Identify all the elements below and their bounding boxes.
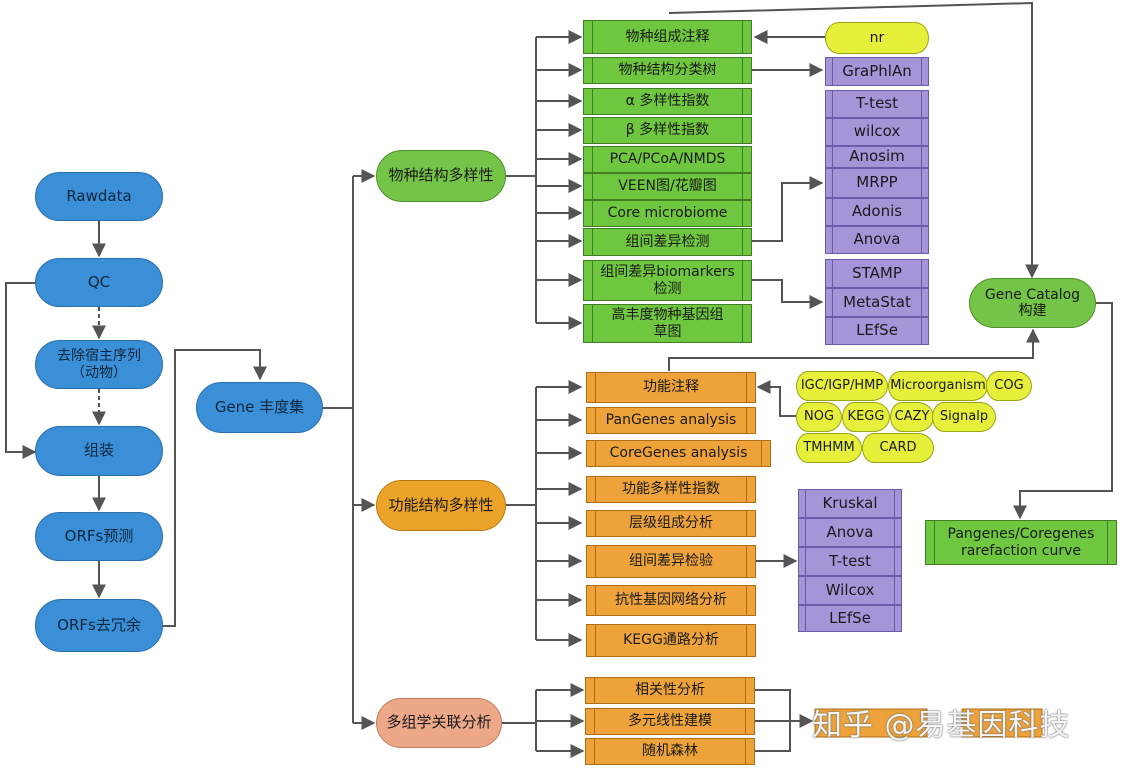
function-database: CARD xyxy=(862,433,934,463)
orf-prediction-node: ORFs预测 xyxy=(35,512,163,561)
edge-db-annotation xyxy=(756,380,796,417)
function-test: Anova xyxy=(798,518,902,547)
orf-dedup-node: ORFs去冗余 xyxy=(35,599,163,652)
function-item: 组间差异检验 xyxy=(586,545,756,578)
taxonomy-item: β 多样性指数 xyxy=(583,117,752,144)
function-diversity-node: 功能结构多样性 xyxy=(376,480,506,531)
function-test: LEfSe xyxy=(798,605,902,632)
taxonomy-item: 物种组成注释 xyxy=(583,20,752,54)
function-item: PanGenes analysis xyxy=(586,407,756,434)
taxonomy-item: 组间差异检测 xyxy=(583,228,752,256)
function-database: COG xyxy=(986,371,1032,401)
function-database: Microorganism xyxy=(888,371,988,401)
function-test: Wilcox xyxy=(798,576,902,605)
pangenes-curve-node: Pangenes/Coregenes rarefaction curve xyxy=(925,520,1117,565)
nr-database: nr xyxy=(825,22,929,54)
function-database: IGC/IGP/HMP xyxy=(796,371,888,401)
function-item: KEGG通路分析 xyxy=(586,624,756,657)
biomarker-tool: STAMP xyxy=(825,259,929,288)
taxonomy-item: α 多样性指数 xyxy=(583,88,752,115)
multiomics-item: 随机森林 xyxy=(585,738,755,765)
taxonomy-test: Adonis xyxy=(825,198,929,226)
taxonomy-item: PCA/PCoA/NMDS xyxy=(583,146,752,173)
multiomics-item: 相关性分析 xyxy=(585,677,755,704)
function-test: T-test xyxy=(798,547,902,576)
edge-diff-tests xyxy=(752,176,824,242)
gene-abundance-node: Gene 丰度集 xyxy=(196,382,323,433)
multiomics-node: 多组学关联分析 xyxy=(376,698,502,748)
taxonomy-item: Core microbiome xyxy=(583,200,752,227)
biomarker-tool: LEfSe xyxy=(825,317,929,345)
function-database: CAZY xyxy=(890,402,934,432)
assembly-node: 组装 xyxy=(35,426,163,476)
taxonomy-item: 高丰度物种基因组 草图 xyxy=(583,304,752,343)
graphlan-tool: GraPhlAn xyxy=(825,57,929,86)
function-database: NOG xyxy=(796,402,842,432)
taxonomy-diversity-node: 物种结构多样性 xyxy=(376,150,506,202)
watermark-text: 知乎 @易基因科技 xyxy=(812,708,1071,743)
host-removal-node: 去除宿主序列 （动物） xyxy=(35,340,163,389)
function-database: Signalp xyxy=(932,402,996,432)
gene-catalog-node: Gene Catalog 构建 xyxy=(969,278,1096,328)
biomarker-tool: MetaStat xyxy=(825,288,929,317)
edge-biomarker-tools xyxy=(752,279,824,309)
function-database: KEGG xyxy=(842,402,890,432)
function-test: Kruskal xyxy=(798,489,902,518)
edge-qc-assembly-bypass xyxy=(5,282,37,459)
taxonomy-test: Anova xyxy=(825,226,929,254)
edge-catalog-curve xyxy=(1013,302,1113,520)
function-item: CoreGenes analysis xyxy=(586,440,771,467)
taxonomy-test: MRPP xyxy=(825,168,929,198)
rawdata-node: Rawdata xyxy=(35,172,163,221)
function-item: 层级组成分析 xyxy=(586,510,756,537)
taxonomy-test: T-test xyxy=(825,90,929,118)
function-item: 抗性基因网络分析 xyxy=(586,585,756,616)
taxonomy-item: 物种结构分类树 xyxy=(583,57,752,84)
function-item: 功能多样性指数 xyxy=(586,476,756,503)
taxonomy-test: Anosim xyxy=(825,146,929,168)
taxonomy-test: wilcox xyxy=(825,118,929,146)
qc-node: QC xyxy=(35,258,163,307)
function-database: TMHMM xyxy=(796,433,862,463)
function-item: 功能注释 xyxy=(586,372,756,403)
multiomics-item: 多元线性建模 xyxy=(585,708,755,735)
taxonomy-item: VEEN图/花瓣图 xyxy=(583,173,752,200)
edge-multi-merge xyxy=(755,689,791,752)
taxonomy-item: 组间差异biomarkers 检测 xyxy=(583,260,752,301)
